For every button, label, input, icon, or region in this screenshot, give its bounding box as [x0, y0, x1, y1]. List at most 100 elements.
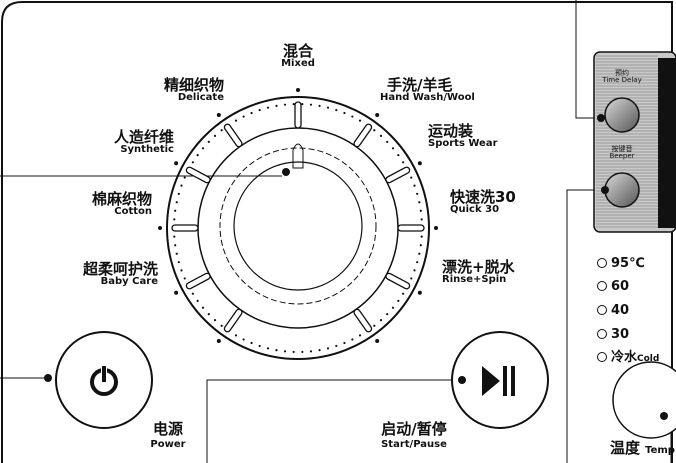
dial-ring-dot: [258, 344, 261, 348]
program-synthetic-en: Synthetic: [120, 144, 174, 155]
dial-ring-dot: [326, 347, 330, 350]
program-hand-wash-en: Hand Wash/Wool: [380, 92, 475, 103]
program-synthetic-zh: 人造纤维: [113, 128, 174, 146]
program-mixed-zh: 混合: [282, 42, 313, 60]
program-rinse-spin: 漂洗+脱水 Rinse+Spin: [442, 260, 515, 285]
dial-ring-dot: [177, 261, 180, 264]
program-sports-wear: 运动装 Sports Wear: [428, 124, 498, 149]
dial-marker-dot: [296, 88, 300, 92]
program-rinse-en: Rinse+Spin: [442, 274, 507, 285]
dial-marker-dot: [216, 112, 221, 117]
dial-ring-dot: [220, 129, 223, 132]
temp-option-40: 40: [597, 304, 629, 317]
dial-ring-dot: [213, 319, 217, 322]
dial-marker-dot: [216, 339, 221, 344]
program-mixed-en: Mixed: [281, 58, 315, 69]
dial-ring-dot: [413, 269, 416, 272]
dial-ring-dot: [358, 334, 362, 337]
power-label-en: Power: [150, 439, 186, 450]
dial-ring-dot: [351, 338, 354, 341]
dial-ring-dot: [234, 334, 238, 337]
dial-ring-dot: [213, 134, 217, 137]
dial-ring-dot: [397, 299, 400, 302]
callout-dot-temp: [660, 412, 668, 420]
dial-ring-dot: [250, 111, 253, 115]
temperature-label: 温度 Temp: [610, 440, 675, 456]
dial-ring-dot: [418, 252, 421, 255]
dial-pointer-dot: [282, 168, 290, 176]
dial-ring-dot: [173, 235, 176, 238]
dial-ring-dot: [175, 252, 178, 255]
temp-option-cold-en: Cold: [637, 354, 660, 364]
dial-ring-dot: [174, 244, 177, 247]
dial-ring-dot: [207, 140, 210, 143]
program-baby-care-en: Baby Care: [100, 276, 158, 287]
dial-ring-dot: [402, 292, 405, 295]
temp-indicator-cold: [597, 352, 607, 362]
dial-ring-dot: [275, 349, 278, 352]
dial-ring-dot: [242, 338, 245, 341]
time-delay-button[interactable]: [604, 97, 640, 133]
display-window: [658, 58, 676, 228]
temp-option-95: 95℃: [597, 257, 645, 270]
callout-dot-power: [44, 374, 52, 382]
dial-ring-dot: [373, 324, 376, 327]
dial-ring-dot: [379, 134, 383, 137]
program-sports-zh: 运动装: [428, 122, 474, 140]
dial-ring-dot: [196, 299, 199, 302]
program-cotton-zh: 棉麻织物: [91, 190, 152, 208]
dial-ring-dot: [292, 102, 295, 106]
temperature-label-en: Temp: [645, 445, 675, 456]
dial-ring-dot: [201, 147, 205, 150]
dial-ring-dot: [420, 218, 423, 221]
program-rinse-zh: 漂洗+脱水: [442, 258, 515, 276]
dial-marker-dot: [174, 290, 179, 295]
program-baby-care: 超柔呵护洗 Baby Care: [62, 262, 158, 287]
dial-ring-dot: [410, 176, 413, 179]
dial-ring-dot: [391, 147, 395, 150]
dial-ring-dot: [418, 201, 421, 204]
dial-ring-dot: [207, 313, 210, 316]
program-synthetic: 人造纤维 Synthetic: [90, 130, 174, 155]
callout-line-start: [206, 379, 462, 463]
dial-ring-dot: [180, 184, 183, 187]
dial-program-slot: [223, 123, 243, 148]
dial-ring-dot: [386, 140, 389, 143]
dial-marker-dot: [434, 226, 438, 230]
dial-ring-dot: [234, 119, 238, 122]
program-baby-care-zh: 超柔呵护洗: [82, 260, 158, 278]
program-cotton: 棉麻织物 Cotton: [68, 192, 152, 217]
dial-ring-dot: [343, 341, 346, 345]
power-button[interactable]: [55, 331, 153, 429]
temp-option-cold-text: 冷水: [611, 350, 638, 365]
callout-dot-time-delay: [597, 114, 605, 122]
start-pause-label: 启动/暂停 Start/Pause: [364, 422, 464, 450]
power-label-zh: 电源: [152, 420, 183, 438]
time-delay-label-en: Time Delay: [602, 76, 642, 85]
dial-program-slot: [353, 308, 373, 333]
dial-ring-dot: [175, 201, 178, 204]
callout-dot-start: [458, 376, 466, 384]
dial-ring-dot: [379, 319, 383, 322]
dial-ring-dot: [343, 111, 346, 115]
dial-ring-dot: [283, 103, 287, 106]
time-delay-label: 预约 Time Delay: [597, 69, 647, 85]
dial-ring-dot: [419, 209, 422, 212]
program-hand-wash-zh: 手洗/羊毛: [387, 76, 453, 94]
dial-ring-dot: [391, 306, 395, 309]
dial-ring-dot: [318, 104, 321, 107]
program-dial[interactable]: [158, 88, 438, 360]
dial-marker-dot: [417, 161, 422, 166]
dial-ring-dot: [416, 192, 419, 195]
time-delay-label-zh: 预约: [615, 69, 629, 77]
temp-indicator-30: [597, 329, 607, 339]
temperature-knob[interactable]: [612, 361, 676, 439]
dial-ring-dot: [397, 154, 400, 157]
dial-ring-dot: [191, 161, 194, 164]
dial-ring-dot: [177, 192, 180, 195]
beeper-label-zh: 按键音: [611, 145, 633, 153]
beeper-button[interactable]: [604, 172, 640, 208]
dial-ring-dot: [191, 292, 194, 295]
start-pause-button[interactable]: [451, 331, 549, 429]
